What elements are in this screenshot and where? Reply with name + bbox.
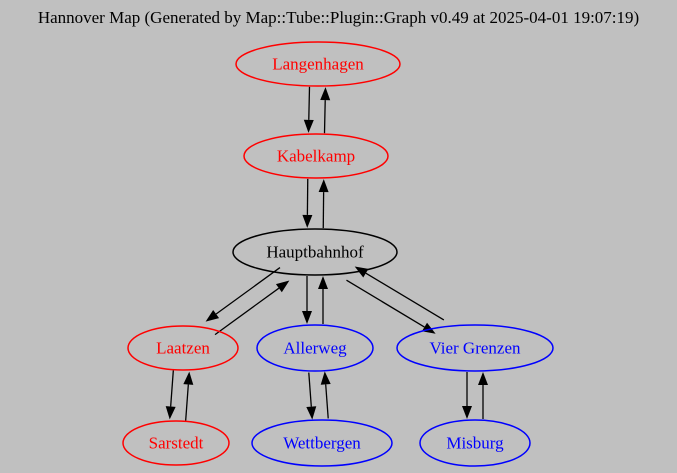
edge-line	[215, 267, 281, 315]
node-ellipse	[235, 41, 401, 87]
edges-layer	[165, 86, 488, 421]
node-label: Laatzen	[156, 339, 210, 358]
node-ellipse	[122, 420, 230, 466]
arrowhead-icon	[318, 179, 329, 193]
edge-kabelkamp-langenhagen	[320, 87, 331, 134]
arrowhead-icon	[165, 406, 176, 420]
arrowhead-icon	[303, 119, 314, 133]
edge-hauptbahnhof-allerweg	[302, 276, 312, 324]
node-ellipse	[232, 228, 398, 276]
arrowhead-icon	[302, 214, 313, 228]
graph-title: Hannover Map (Generated by Map::Tube::Pl…	[37, 8, 640, 27]
edge-line	[170, 370, 174, 407]
arrowhead-icon	[462, 406, 472, 419]
graph-node-allerweg: Allerweg	[256, 324, 374, 372]
edge-kabelkamp-hauptbahnhof	[302, 178, 313, 228]
graph-node-hauptbahnhof: Hauptbahnhof	[232, 228, 398, 276]
graph-node-sarstedt: Sarstedt	[122, 420, 230, 466]
edge-line	[308, 86, 311, 120]
node-ellipse	[419, 419, 531, 467]
edge-vier-grenzen-hauptbahnhof	[354, 266, 445, 321]
edge-misburg-vier-grenzen	[478, 372, 488, 419]
node-ellipse	[396, 324, 554, 372]
edge-vier-grenzen-misburg	[462, 372, 472, 419]
edge-allerweg-hauptbahnhof	[318, 276, 328, 324]
node-ellipse	[251, 419, 393, 467]
node-label: Misburg	[446, 434, 504, 453]
arrowhead-icon	[306, 406, 317, 420]
edge-wettbergen-allerweg	[320, 371, 331, 419]
arrowhead-icon	[320, 371, 331, 385]
edge-hauptbahnhof-kabelkamp	[318, 179, 329, 229]
arrowhead-icon	[320, 87, 331, 101]
edge-allerweg-wettbergen	[306, 372, 317, 420]
node-label: Allerweg	[283, 339, 347, 358]
arrowhead-icon	[205, 309, 220, 322]
node-ellipse	[256, 324, 374, 372]
node-label: Vier Grenzen	[429, 339, 521, 358]
arrowhead-icon	[318, 276, 328, 289]
edge-line	[365, 272, 445, 321]
graph-node-misburg: Misburg	[419, 419, 531, 467]
graph-node-vier-grenzen: Vier Grenzen	[396, 324, 554, 372]
edge-sarstedt-laatzen	[183, 371, 194, 421]
edge-line	[325, 384, 329, 419]
edge-hauptbahnhof-laatzen	[205, 267, 281, 322]
edge-line	[323, 100, 326, 134]
edge-line	[185, 384, 189, 421]
arrowhead-icon	[302, 311, 312, 324]
arrowhead-icon	[354, 266, 369, 278]
graph-node-langenhagen: Langenhagen	[235, 41, 401, 87]
graph-node-kabelkamp: Kabelkamp	[243, 133, 389, 179]
edge-langenhagen-kabelkamp	[303, 86, 314, 133]
node-label: Kabelkamp	[277, 147, 355, 166]
edge-laatzen-sarstedt	[165, 370, 176, 420]
node-ellipse	[127, 325, 239, 371]
node-label: Langenhagen	[272, 55, 364, 74]
node-label: Sarstedt	[149, 434, 204, 453]
node-label: Hauptbahnhof	[266, 243, 364, 262]
arrowhead-icon	[478, 372, 488, 385]
edge-line	[346, 279, 425, 328]
arrowhead-icon	[275, 280, 290, 293]
graph-node-wettbergen: Wettbergen	[251, 419, 393, 467]
node-ellipse	[243, 133, 389, 179]
edge-laatzen-hauptbahnhof	[214, 280, 290, 336]
edge-line	[308, 372, 312, 407]
graph-node-laatzen: Laatzen	[127, 325, 239, 371]
edge-line	[214, 287, 280, 336]
arrowhead-icon	[183, 371, 194, 385]
node-label: Wettbergen	[283, 434, 361, 453]
